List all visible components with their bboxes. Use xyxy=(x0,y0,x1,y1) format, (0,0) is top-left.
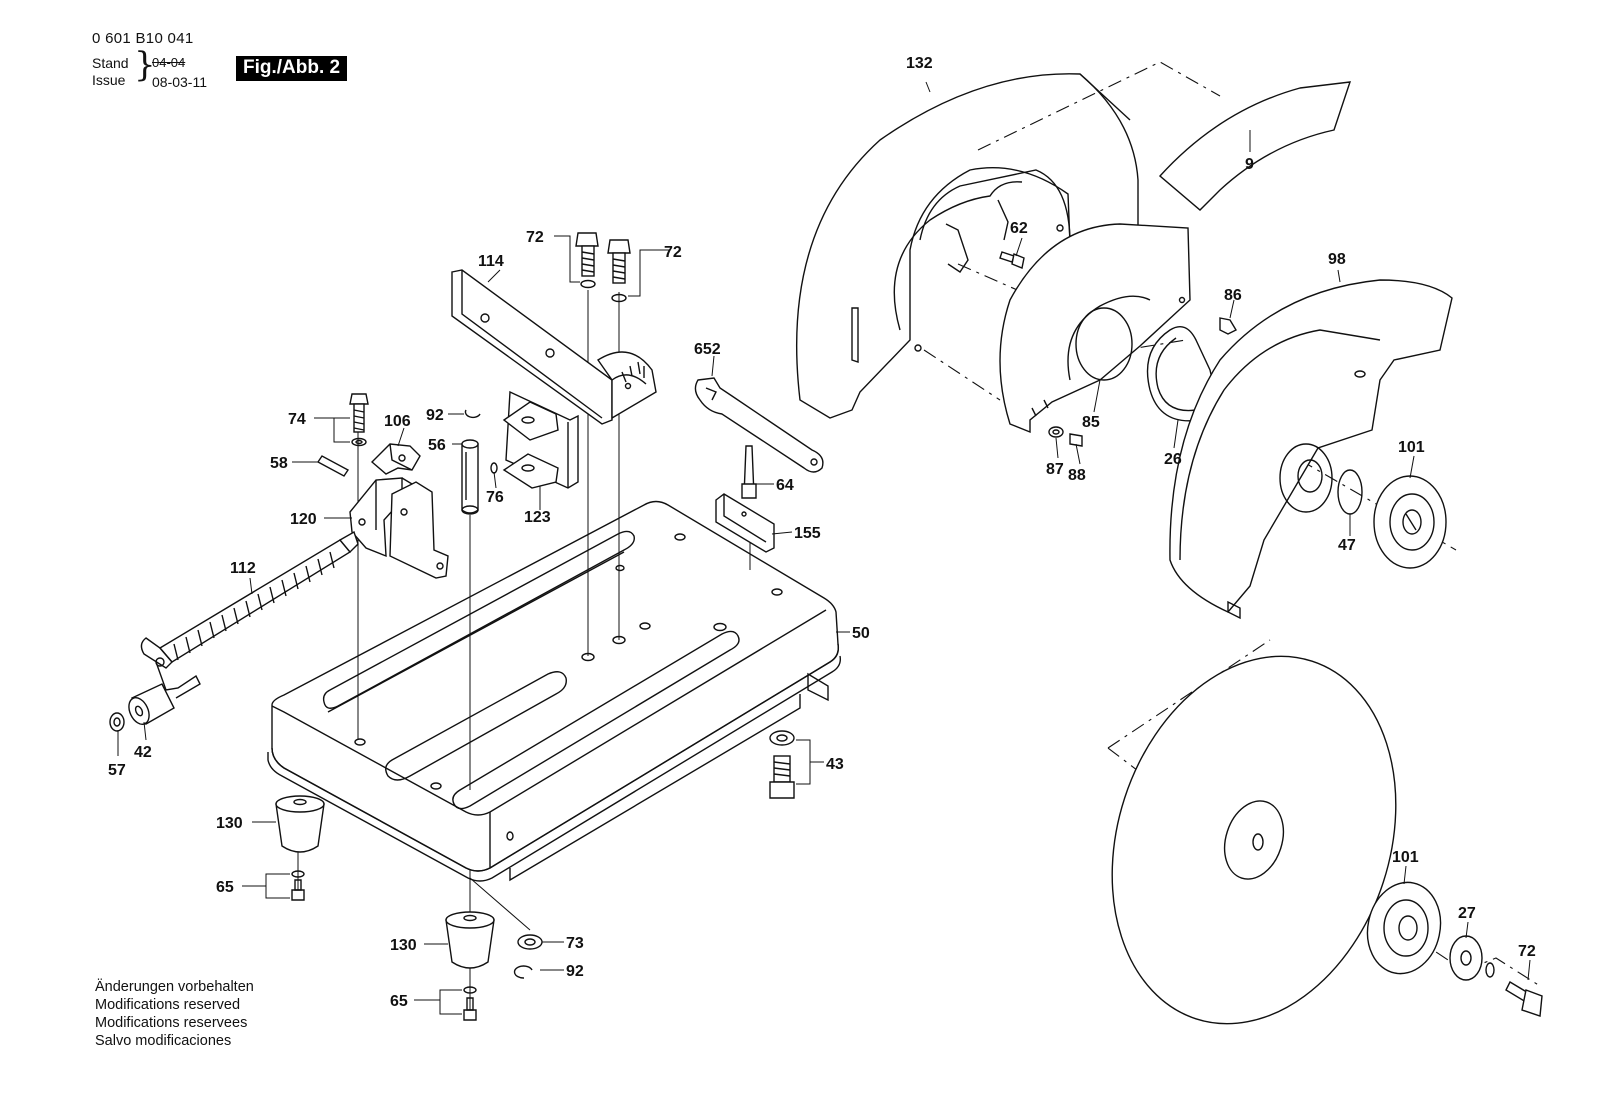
part-bolt-72-lower xyxy=(1485,962,1543,1017)
part-washer-27 xyxy=(1449,935,1483,981)
issue-label: Issue xyxy=(92,72,126,88)
part-bolt-74 xyxy=(349,393,369,447)
callout-101-lower: 101 xyxy=(1392,849,1419,866)
part-guard-132 xyxy=(795,73,1139,419)
callout-47: 47 xyxy=(1338,537,1356,554)
note-es: Salvo modificaciones xyxy=(95,1033,232,1049)
part-insert-9 xyxy=(1158,81,1352,211)
part-screw-112 xyxy=(140,530,359,699)
callout-72-right: 72 xyxy=(664,244,682,261)
callout-98: 98 xyxy=(1328,251,1346,268)
modification-notes: Änderungen vorbehalten Modifications res… xyxy=(95,978,254,1050)
part-washer-87 xyxy=(1048,426,1064,438)
part-screw-65-right xyxy=(463,986,477,1021)
callout-88: 88 xyxy=(1068,467,1086,484)
callout-56: 56 xyxy=(428,437,446,454)
callout-87: 87 xyxy=(1046,461,1064,478)
callout-57: 57 xyxy=(108,762,126,779)
part-screw-43 xyxy=(769,730,795,799)
callout-50: 50 xyxy=(852,625,870,642)
callout-42: 42 xyxy=(134,744,152,761)
part-knob-42 xyxy=(128,683,175,725)
issue-date: 08-03-11 xyxy=(152,74,208,90)
callout-120: 120 xyxy=(290,511,317,528)
part-plate-155 xyxy=(715,493,775,553)
callout-43: 43 xyxy=(826,756,844,773)
part-fence-114 xyxy=(451,269,657,425)
note-fr: Modifications reservees xyxy=(95,1015,248,1031)
callout-65-left: 65 xyxy=(216,879,234,896)
note-en: Modifications reserved xyxy=(95,997,241,1013)
part-clip-76 xyxy=(490,462,498,474)
callout-26: 26 xyxy=(1164,451,1182,468)
callout-64: 64 xyxy=(776,477,794,494)
old-date: 04-04 xyxy=(152,55,186,70)
callout-112: 112 xyxy=(230,560,256,577)
callout-65-right: 65 xyxy=(390,993,408,1010)
part-wrench-652 xyxy=(694,377,824,473)
callout-73: 73 xyxy=(566,935,584,952)
part-screw-62 xyxy=(999,251,1025,269)
part-ring-47 xyxy=(1337,469,1363,515)
callout-652: 652 xyxy=(694,341,721,358)
part-foot-130-right xyxy=(445,911,495,969)
callout-114: 114 xyxy=(478,253,504,270)
callout-106: 106 xyxy=(384,413,411,430)
part-clip-92-lower xyxy=(513,965,533,979)
part-screw-65-left xyxy=(291,870,305,901)
part-clip-92-upper xyxy=(464,409,481,419)
callout-101-upper: 101 xyxy=(1398,439,1425,456)
part-guard-98 xyxy=(1169,279,1453,620)
callout-74: 74 xyxy=(288,411,306,428)
part-base-plate xyxy=(267,500,842,882)
callout-58: 58 xyxy=(270,455,288,472)
callout-76: 76 xyxy=(486,489,504,506)
part-screw-88 xyxy=(1069,433,1083,447)
part-flange-101-lower xyxy=(1366,881,1442,975)
stand-label: Stand xyxy=(92,55,129,71)
part-bracket-123 xyxy=(502,390,579,489)
callout-62: 62 xyxy=(1010,220,1028,237)
figure-badge: Fig./Abb. 2 xyxy=(236,56,348,81)
part-washer-57 xyxy=(109,712,125,732)
callout-130-left: 130 xyxy=(216,815,243,832)
part-inner-guard-85 xyxy=(999,223,1191,434)
part-pin-56 xyxy=(461,439,479,515)
callout-132: 132 xyxy=(906,55,933,72)
part-washer-73 xyxy=(517,934,543,950)
callout-92-upper: 92 xyxy=(426,407,444,424)
callout-27: 27 xyxy=(1458,905,1476,922)
part-cap-106 xyxy=(370,443,421,475)
part-screw-86 xyxy=(1219,317,1237,335)
part-foot-130-left xyxy=(275,795,325,853)
callout-72-left: 72 xyxy=(526,229,544,246)
callout-123: 123 xyxy=(524,509,551,526)
part-cutting-disc xyxy=(1111,655,1397,1025)
callout-9: 9 xyxy=(1245,156,1254,173)
leader-lines xyxy=(117,81,1531,1015)
callout-72-lower: 72 xyxy=(1518,943,1536,960)
callout-85: 85 xyxy=(1082,414,1100,431)
callout-130-right: 130 xyxy=(390,937,417,954)
part-flange-101-upper xyxy=(1373,475,1447,569)
brace-glyph: } xyxy=(134,45,156,85)
note-de: Änderungen vorbehalten xyxy=(95,979,254,995)
part-bolts-72-fence xyxy=(575,232,631,303)
callout-86: 86 xyxy=(1224,287,1242,304)
callout-155: 155 xyxy=(794,525,821,542)
part-pin-64 xyxy=(741,445,757,499)
part-clamp-120 xyxy=(349,477,449,579)
part-pin-58 xyxy=(316,455,350,477)
callout-92-lower: 92 xyxy=(566,963,584,980)
model-number: 0 601 B10 041 xyxy=(92,30,194,47)
